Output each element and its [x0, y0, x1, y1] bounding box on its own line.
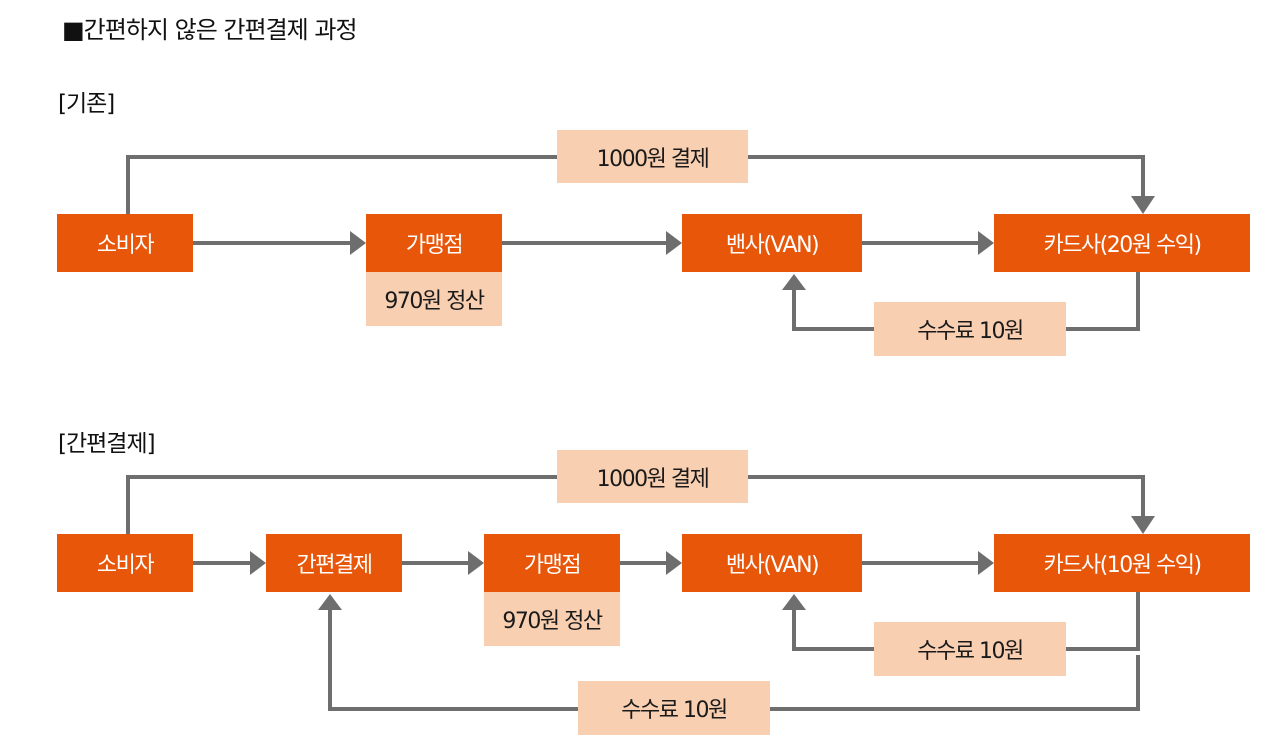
arrowhead-icon — [978, 231, 994, 255]
arrowhead-icon — [978, 551, 994, 575]
arrowhead-icon — [1131, 196, 1155, 214]
arrowhead-icon — [1131, 516, 1155, 534]
node-merchant: 가맹점 — [366, 214, 502, 272]
label-fee-van: 수수료 10원 — [874, 622, 1066, 676]
arrowhead-icon — [666, 231, 682, 255]
section-label-easypay: [간편결제] — [58, 431, 156, 457]
node-easypay: 간편결제 — [266, 534, 402, 592]
arrowhead-icon — [468, 551, 484, 575]
arrowhead-icon — [782, 594, 806, 610]
arrowhead-icon — [250, 551, 266, 575]
label-fee-easypay: 수수료 10원 — [578, 681, 770, 735]
label-fee-van: 수수료 10원 — [874, 302, 1066, 356]
node-van: 밴사(VAN) — [682, 534, 862, 592]
label-payment: 1000원 결제 — [557, 130, 748, 183]
label-settlement: 970원 정산 — [484, 592, 620, 646]
label-payment: 1000원 결제 — [557, 450, 748, 503]
arrowhead-icon — [350, 231, 366, 255]
node-card-company: 카드사(20원 수익) — [994, 214, 1250, 272]
arrowhead-icon — [666, 551, 682, 575]
node-consumer: 소비자 — [57, 214, 193, 272]
label-settlement: 970원 정산 — [366, 272, 502, 326]
node-merchant: 가맹점 — [484, 534, 620, 592]
node-consumer: 소비자 — [57, 534, 193, 592]
arrowhead-icon — [318, 594, 342, 610]
node-card-company: 카드사(10원 수익) — [994, 534, 1250, 592]
node-van: 밴사(VAN) — [682, 214, 862, 272]
diagram-title: ■간편하지 않은 간편결제 과정 — [62, 16, 358, 44]
section-label-existing: [기존] — [58, 91, 115, 117]
arrowhead-icon — [782, 274, 806, 290]
